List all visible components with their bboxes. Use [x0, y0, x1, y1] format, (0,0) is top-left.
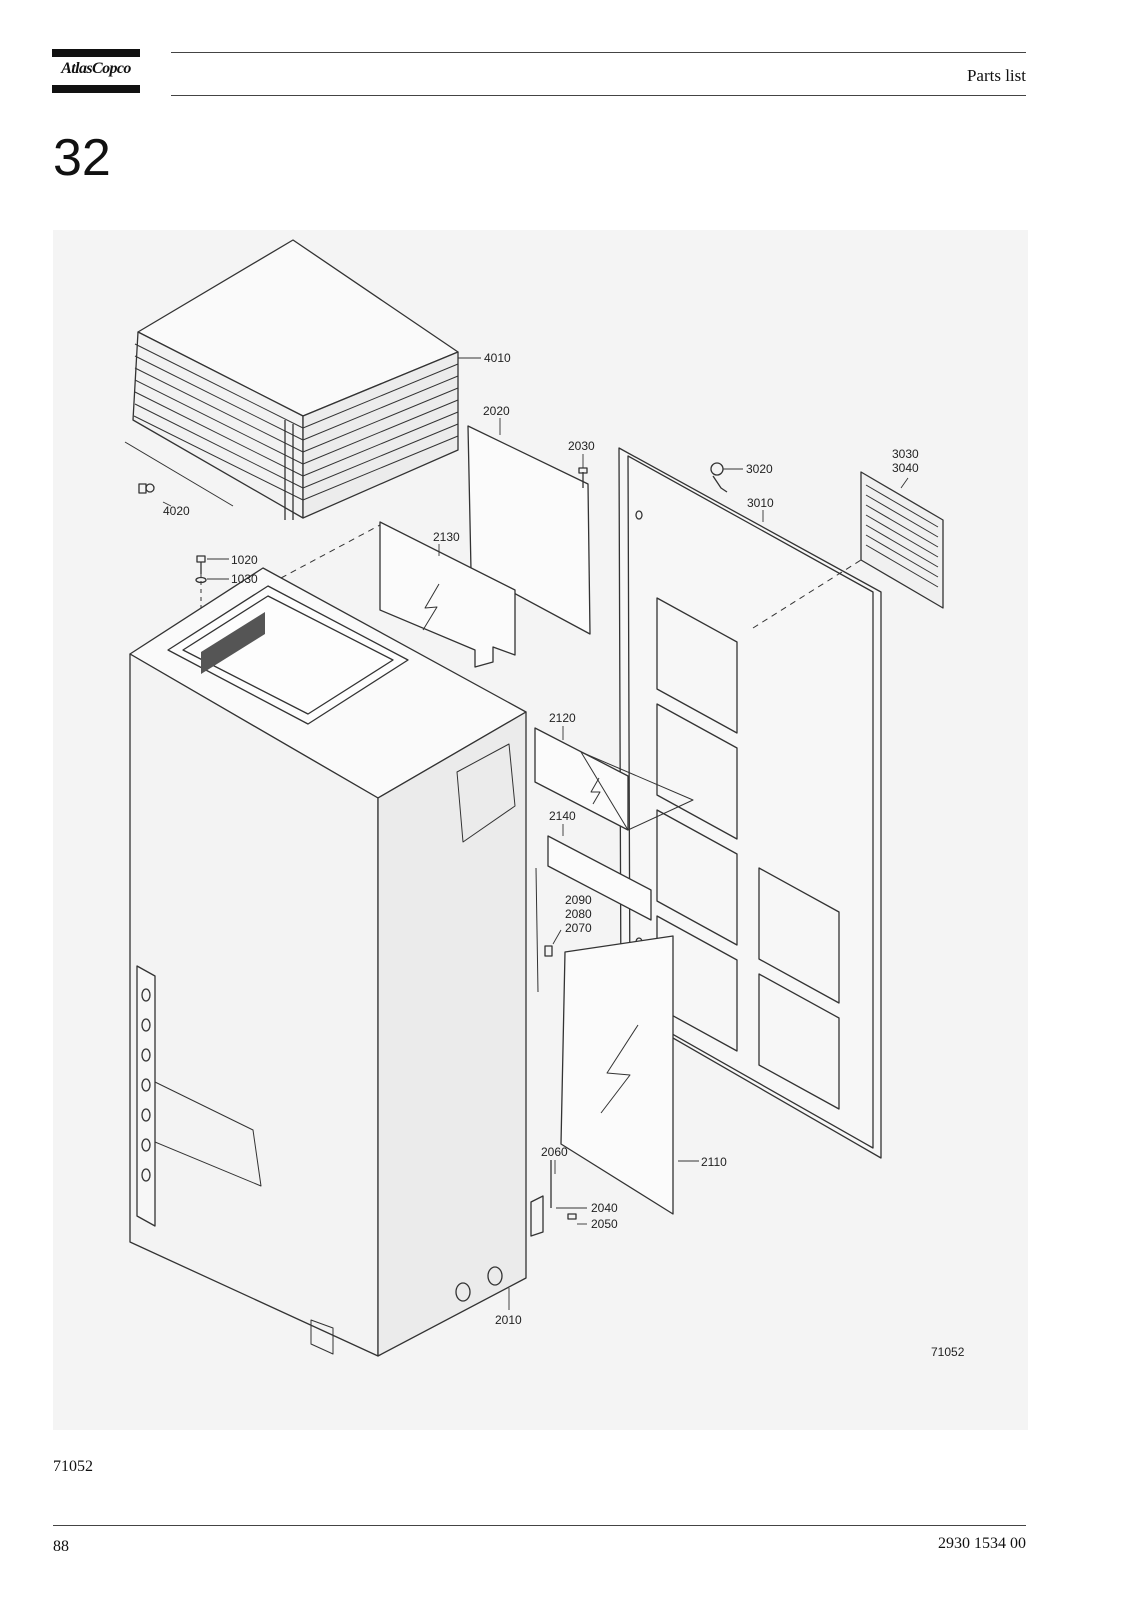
- logo-bar-bottom: [52, 85, 140, 93]
- callout-2120: 2120: [549, 711, 576, 725]
- logo-wordmark: AtlasCopco: [61, 60, 131, 77]
- atlas-copco-logo: AtlasCopco: [52, 49, 140, 93]
- hinge-2060-drawing: [530, 1160, 577, 1237]
- callout-1020: 1020: [231, 553, 258, 567]
- callout-2020: 2020: [483, 404, 510, 418]
- cabinet-2010-drawing: [129, 567, 527, 1357]
- callout-4010: 4010: [484, 351, 511, 365]
- callout-1030: 1030: [231, 572, 258, 586]
- callout-2070: 2070: [565, 921, 592, 935]
- callout-2010: 2010: [495, 1313, 522, 1327]
- logo-bar-top: [52, 49, 140, 57]
- fan-grille-3030-drawing: [752, 471, 944, 629]
- document-type: Parts list: [966, 66, 1026, 85]
- callout-3020: 3020: [746, 462, 773, 476]
- callout-3030: 3030: [892, 447, 919, 461]
- roof-canopy-drawing: [124, 239, 459, 520]
- callout-2110: 2110: [701, 1155, 727, 1169]
- callout-2080: 2080: [565, 907, 592, 921]
- callout-2040: 2040: [591, 1201, 618, 1215]
- lock-3020-drawing: [710, 462, 728, 493]
- footer-rule: [53, 1525, 1026, 1526]
- clip-2070-drawing: [544, 945, 553, 957]
- callout-2030: 2030: [568, 439, 595, 453]
- callout-3010: 3010: [747, 496, 774, 510]
- exploded-view-drawing: 4010 2020 2030 3020 3030 3040 3010 4020 …: [124, 239, 965, 1359]
- panel-2120-drawing: [534, 727, 694, 831]
- callout-2090: 2090: [565, 893, 592, 907]
- callout-2130: 2130: [433, 530, 460, 544]
- section-number: 32: [53, 129, 111, 187]
- callout-4020: 4020: [163, 504, 190, 518]
- part-4020-drawing: [138, 483, 155, 494]
- callout-2050: 2050: [591, 1217, 618, 1231]
- panel-2130-drawing: [379, 521, 516, 668]
- bolt-1020-drawing: [195, 555, 207, 584]
- callout-2140: 2140: [549, 809, 576, 823]
- exploded-view-figure: 4010 2020 2030 3020 3030 3040 3010 4020 …: [53, 230, 1028, 1430]
- header-rule-bottom: [171, 95, 1026, 96]
- header-rule-top: [171, 52, 1026, 53]
- bracket-2140-drawing: [547, 835, 652, 921]
- figure-code-caption: 71052: [53, 1458, 93, 1475]
- callout-2060: 2060: [541, 1145, 568, 1159]
- figure-code: 71052: [931, 1345, 965, 1359]
- document-number: 2930 1534 00: [938, 1535, 1026, 1552]
- callout-3040: 3040: [892, 461, 919, 475]
- panel-2110-drawing: [560, 935, 674, 1215]
- page-number: 88: [53, 1538, 69, 1555]
